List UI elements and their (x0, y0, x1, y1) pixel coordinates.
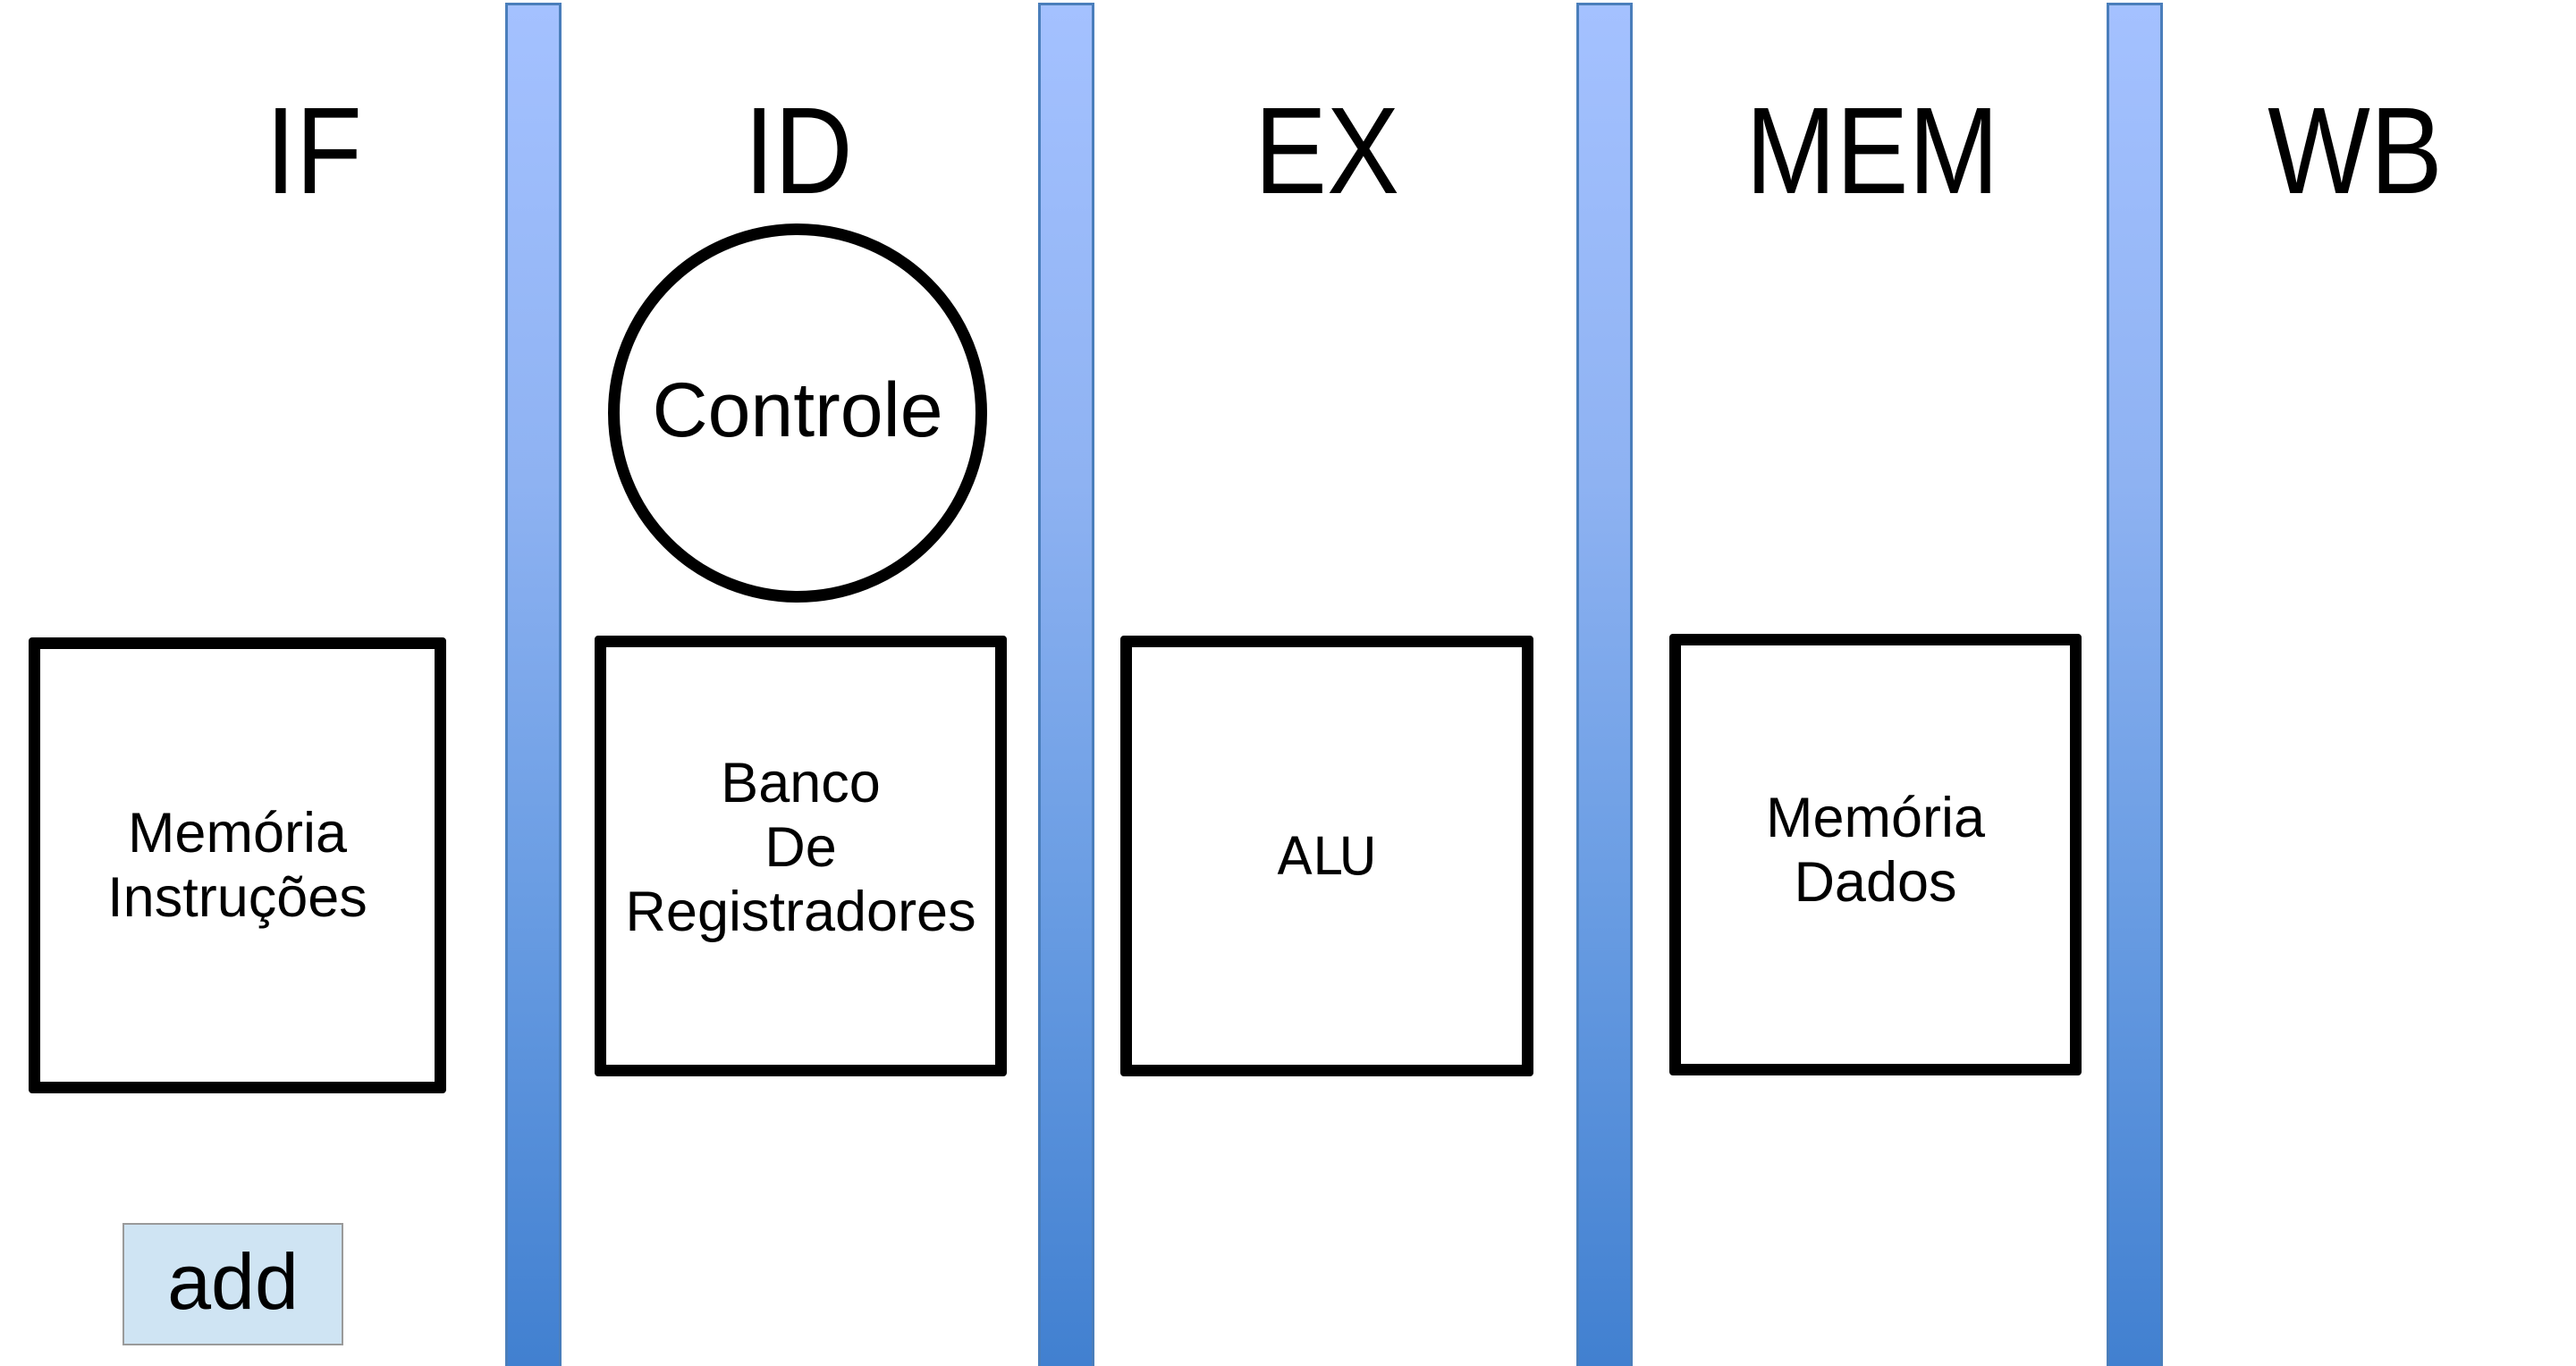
pipeline-register-if-id (505, 3, 562, 1366)
instruction-tag: add (122, 1223, 343, 1345)
data-memory-box: Memória Dados (1669, 634, 2082, 1075)
stage-header-wb: WB (2268, 82, 2443, 220)
stage-header-id: ID (744, 82, 853, 220)
instruction-tag-label: add (167, 1236, 299, 1326)
data-memory-label: Memória Dados (1765, 787, 1986, 914)
stage-header-ex: EX (1254, 82, 1400, 220)
control-unit-label: Controle (652, 367, 943, 453)
pipeline-register-mem-wb (2107, 3, 2163, 1366)
instruction-memory-box: Memória Instruções (29, 637, 446, 1093)
stage-header-mem: MEM (1745, 82, 1999, 220)
register-file-box: Banco De Registradores (595, 636, 1007, 1076)
register-file-label: Banco De Registradores (625, 751, 976, 943)
pipeline-register-ex-mem (1576, 3, 1633, 1366)
pipeline-register-id-ex (1038, 3, 1094, 1366)
alu-label: ALU (1277, 825, 1377, 887)
alu-box: ALU (1120, 636, 1533, 1076)
control-unit: Controle (608, 223, 987, 603)
stage-header-if: IF (266, 82, 362, 220)
instruction-memory-label: Memória Instruções (107, 802, 367, 929)
